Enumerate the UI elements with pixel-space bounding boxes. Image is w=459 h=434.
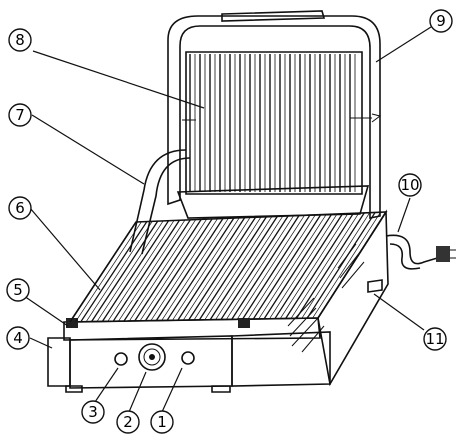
callout-number: 6 [15,199,25,217]
lower-rib [139,218,207,322]
lower-rib [144,218,213,322]
lower-rib [85,221,153,322]
lower-rib [306,212,376,319]
callout-1: 1 [150,410,174,434]
callout-number: 11 [425,330,444,348]
lower-rib [317,211,387,319]
callout-circle [116,410,140,434]
callout-7: 7 [8,103,32,127]
callout-circle [429,9,453,33]
callout-circle [8,196,32,220]
lower-rib [258,214,327,320]
power-cord [385,234,456,270]
lower-rib [295,212,365,319]
lower-rib [193,216,262,321]
lower-rib [161,218,229,321]
callout-circle [81,400,105,424]
callout-circle [8,28,32,52]
lower-rib [252,214,322,320]
callout-circle [398,173,422,197]
lift-arm [129,149,191,255]
callout-circle [150,410,174,434]
lower-rib [209,215,278,321]
lower-rib [274,213,344,320]
lower-rib [231,215,300,320]
lower-rib [198,216,267,321]
callout-circle [6,326,30,350]
callout-3: 3 [81,400,105,424]
callout-number: 9 [436,12,446,30]
lower-rib [279,213,349,319]
lower-rib [123,219,191,322]
lower-rib [107,220,175,322]
lower-rib [80,221,148,323]
callout-9: 9 [429,9,453,33]
callout-11: 11 [423,327,447,351]
lower-rib [91,220,159,323]
lower-rib [134,219,202,322]
lower-rib [215,215,284,320]
callout-number: 1 [157,413,167,431]
callout-5: 5 [6,278,30,302]
lower-rib [155,218,224,321]
lower-rib [182,217,251,321]
callout-6: 6 [8,196,32,220]
lower-rib [269,213,338,319]
lower-rib [301,212,370,319]
lower-rib [172,217,240,321]
lower-rib [241,214,311,320]
lower-rib [247,214,316,320]
lower-rib [96,220,164,322]
lower-rib [69,221,137,323]
lower-rib [290,212,360,319]
callout-number: 2 [123,413,133,431]
callout-2: 2 [116,410,140,434]
callout-circle [6,278,30,302]
callout-10: 10 [398,173,422,197]
lower-rib [129,219,197,322]
callouts: 1 2 3 4 5 6 7 8 9 10 11 [6,9,453,434]
lower-rib [75,221,142,323]
callout-number: 3 [88,403,98,421]
lower-rib [150,218,218,321]
callout-number: 10 [400,176,419,194]
lower-rib [236,215,305,320]
callout-leaders [23,26,432,413]
lower-rib [118,219,186,322]
lower-rib [226,215,294,320]
callout-number: 8 [15,31,25,49]
callout-4: 4 [6,326,30,350]
callout-circle [423,327,447,351]
lower-rib [101,220,170,322]
callout-circle [8,103,32,127]
upper-ribbed-plate [189,54,356,192]
lower-rib [263,213,333,320]
lower-rib [220,215,289,320]
lower-rib [177,217,246,321]
lower-rib [188,216,257,321]
lower-ribbed-plate [69,211,387,323]
lower-rib [112,219,181,322]
lower-rib [285,212,354,319]
callout-number: 4 [13,329,23,347]
callout-number: 7 [15,106,25,124]
lower-rib [166,217,235,321]
callout-8: 8 [8,28,32,52]
lower-rib [204,216,273,321]
callout-number: 5 [13,281,23,299]
lower-rib [312,212,381,319]
